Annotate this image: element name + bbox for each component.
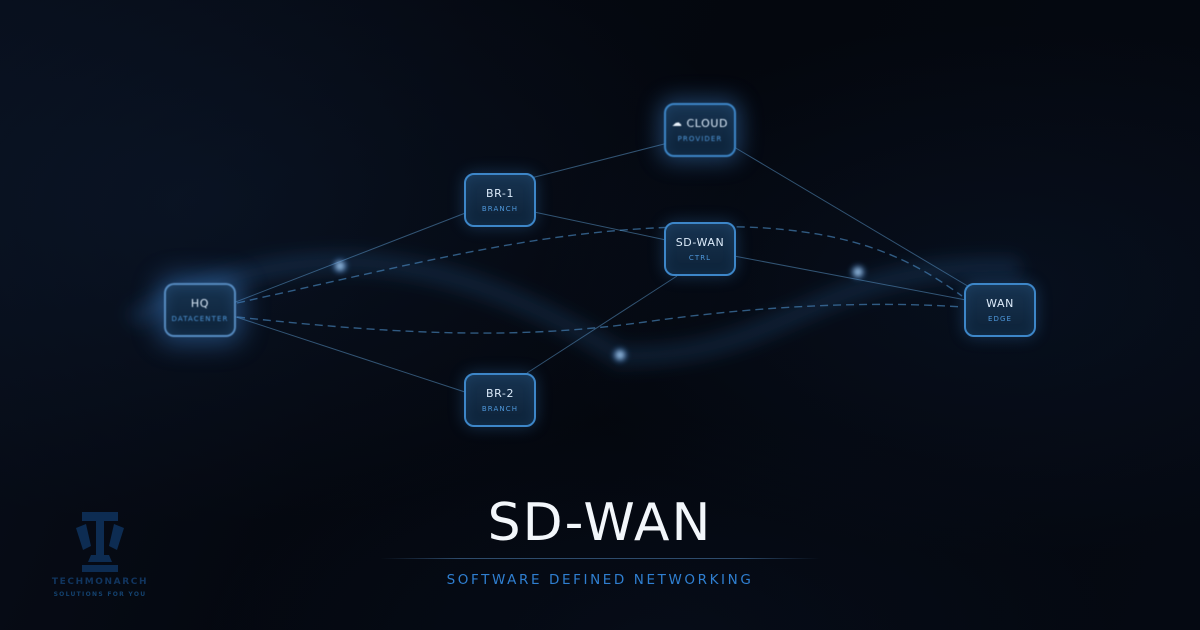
link-sdwan-wan xyxy=(733,255,967,301)
node-br1-branch: BR-1 BRANCH xyxy=(464,173,536,227)
traffic-dots xyxy=(332,258,866,363)
techmonarch-crown-icon xyxy=(76,512,124,572)
link-hq-br1 xyxy=(232,211,469,304)
node-label: BR-2 xyxy=(485,387,515,400)
page-subtitle: SOFTWARE DEFINED NETWORKING xyxy=(446,571,754,588)
node-label: BR-1 xyxy=(485,187,515,200)
tunnel-hq-wan-lower xyxy=(236,303,963,334)
brand-name: TECHMONARCH xyxy=(51,577,149,587)
node-sublabel: BRANCH xyxy=(481,405,519,413)
traffic-dot xyxy=(853,267,863,277)
node-label: HQ xyxy=(190,297,210,310)
node-br2-branch: BR-2 BRANCH xyxy=(464,373,536,427)
node-label: SD-WAN xyxy=(675,236,725,249)
brand-tagline: SOLUTIONS FOR YOU xyxy=(53,591,147,598)
node-sublabel: CTRL xyxy=(688,254,712,262)
traffic-dot xyxy=(615,350,625,360)
node-cloud-provider: ☁ CLOUD PROVIDER xyxy=(664,103,736,157)
node-label-row: ☁ CLOUD xyxy=(672,117,728,130)
node-hq-datacenter: HQ DATACENTER xyxy=(164,283,236,337)
link-br2-sdwan xyxy=(526,275,678,374)
title-block: SD-WAN SOFTWARE DEFINED NETWORKING xyxy=(0,496,1200,588)
node-sublabel: EDGE xyxy=(987,315,1013,323)
node-wan-edge: WAN EDGE xyxy=(964,283,1036,337)
link-br1-cloud xyxy=(530,142,669,179)
title-divider xyxy=(380,557,820,559)
link-hq-br2 xyxy=(232,315,469,394)
brand-logo: TECHMONARCH SOLUTIONS FOR YOU xyxy=(52,512,147,598)
cloud-icon: ☁ xyxy=(671,117,683,129)
traffic-dot xyxy=(335,261,345,271)
node-sublabel: PROVIDER xyxy=(677,135,723,143)
node-label: WAN xyxy=(986,297,1014,310)
node-sublabel: BRANCH xyxy=(481,205,519,213)
link-br1-sdwan xyxy=(533,211,667,241)
link-cloud-wan xyxy=(733,146,972,289)
node-sdwan-controller: SD-WAN CTRL xyxy=(664,222,736,276)
node-label: CLOUD xyxy=(686,117,729,130)
node-sublabel: DATACENTER xyxy=(171,315,229,323)
page-title: SD-WAN xyxy=(487,493,713,553)
